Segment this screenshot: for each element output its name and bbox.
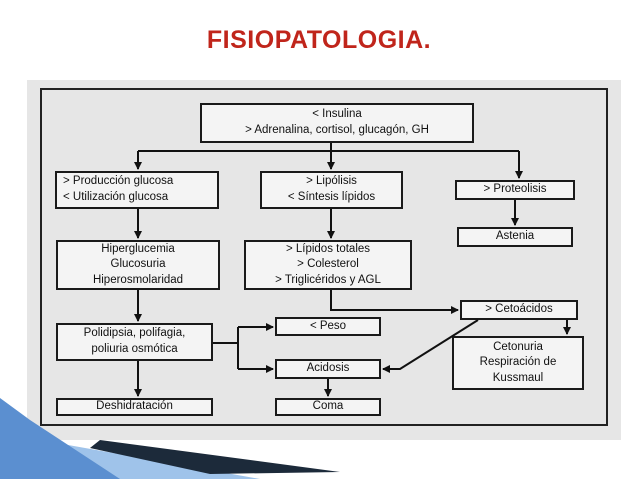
box-insulina-line-1: < Insulina <box>312 108 362 121</box>
page-title: FISIOPATOLOGIA. <box>206 26 432 54</box>
box-cetonuria: Cetonuria Respiración de Kussmaul <box>452 336 584 390</box>
box-polidipsia-line-2: poliuria osmótica <box>91 343 178 355</box>
box-deshidratacion: Deshidratación <box>56 398 213 416</box>
box-hiperglucemia-line-1: Hiperglucemia <box>101 242 175 255</box>
box-cetonuria-line-2: Respiración de <box>479 356 557 369</box>
box-cetonuria-line-3: Kussmaul <box>492 371 544 384</box>
box-coma: Coma <box>275 398 381 416</box>
box-coma-line-1: Coma <box>312 400 344 413</box>
box-hiperglucemia-line-3: Hiperosmolaridad <box>92 273 184 286</box>
arrow-cetoacidos-to-acidosis <box>382 319 479 373</box>
box-peso: < Peso <box>275 317 381 336</box>
box-peso-line-1: < Peso <box>309 319 347 332</box>
box-lipidos-line-1: > Lípidos totales <box>285 242 371 255</box>
box-produccion-glucosa: > Producción glucosa < Utilización gluco… <box>55 171 219 209</box>
arrow-lipidos-to-cetoacidos <box>330 290 459 314</box>
box-lipidos-line-2: > Colesterol <box>297 258 359 271</box>
box-cetoacidos: > Cetoácidos <box>460 300 578 320</box>
box-polidipsia-line-1: Polidipsia, polifagia, <box>83 327 186 340</box>
diagram-frame <box>40 88 608 426</box>
box-cetonuria-line-1: Cetonuria <box>493 340 543 353</box>
box-lipolisis: > Lipólisis < Síntesis lípidos <box>260 171 403 209</box>
box-hiperglucemia: Hiperglucemia Glucosuria Hiperosmolarida… <box>56 240 220 290</box>
box-deshidratacion-line-1: Deshidratación <box>96 400 173 413</box>
box-produccion-line-2: < Utilización glucosa <box>63 191 169 203</box>
box-lipidos-line-3: > Triglicéridos y AGL <box>275 273 381 286</box>
box-insulina: < Insulina > Adrenalina, cortisol, gluca… <box>200 103 474 143</box>
box-polidipsia: Polidipsia, polifagia, poliuria osmótica <box>56 323 213 361</box>
box-hiperglucemia-line-2: Glucosuria <box>110 258 166 271</box>
box-lipolisis-line-2: < Síntesis lípidos <box>287 191 376 203</box>
box-proteolisis-line-1: > Proteolisis <box>483 183 547 196</box>
box-acidosis: Acidosis <box>275 359 381 379</box>
box-produccion-line-1: > Producción glucosa <box>63 175 174 188</box>
swoosh-dark <box>90 440 340 474</box>
box-proteolisis: > Proteolisis <box>455 180 575 200</box>
box-acidosis-line-1: Acidosis <box>306 362 350 375</box>
box-insulina-line-2: > Adrenalina, cortisol, glucagón, GH <box>245 124 429 136</box>
box-lipidos: > Lípidos totales > Colesterol > Triglic… <box>244 240 412 290</box>
box-astenia-line-1: Astenia <box>495 230 535 243</box>
box-lipolisis-line-1: > Lipólisis <box>306 175 357 188</box>
box-astenia: Astenia <box>457 227 573 247</box>
box-cetoacidos-line-1: > Cetoácidos <box>485 303 553 316</box>
swoosh-blue <box>0 398 120 479</box>
